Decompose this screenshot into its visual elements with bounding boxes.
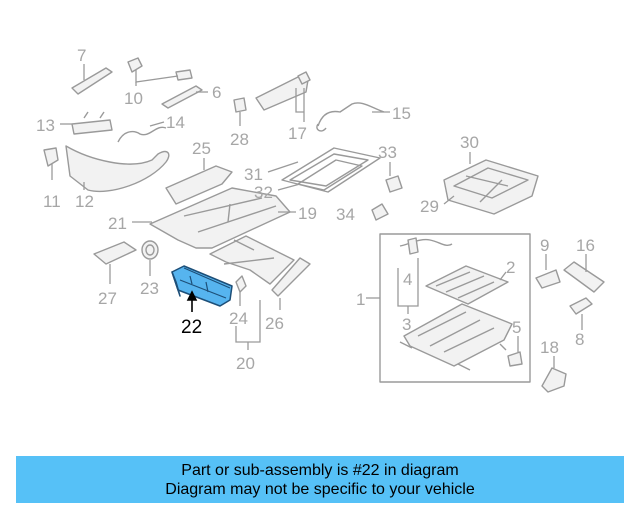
part-11 [43, 147, 59, 180]
part-22-highlighted[interactable] [171, 265, 233, 307]
callout-15: 15 [392, 104, 411, 123]
part-28 [233, 97, 247, 126]
part-23 [141, 240, 159, 276]
callout-16: 16 [576, 236, 595, 255]
callout-24: 24 [229, 309, 248, 328]
callout-23: 23 [140, 279, 159, 298]
part-27 [93, 241, 137, 284]
part-1-assembly-box [366, 233, 531, 383]
callout-20: 20 [236, 354, 255, 373]
callout-11: 11 [43, 192, 61, 211]
part-34 [371, 203, 389, 221]
part-12 [65, 145, 170, 193]
callout-14: 14 [166, 113, 185, 132]
callout-9: 9 [540, 236, 549, 255]
callout-5: 5 [512, 318, 521, 337]
callout-17: 17 [288, 124, 307, 143]
callout-1: 1 [356, 290, 365, 309]
part-33 [385, 162, 403, 193]
part-16 [563, 254, 605, 293]
part-frame-19-21 [132, 187, 296, 249]
part-18 [541, 356, 567, 393]
callout-30: 30 [460, 133, 479, 152]
parts-diagram: 7 10 6 15 17 28 13 14 11 12 25 31 32 33 … [36, 46, 605, 393]
part-17 [255, 71, 311, 122]
part-8 [569, 297, 593, 330]
callout-2: 2 [506, 258, 515, 277]
part-14 [117, 121, 167, 143]
callout-34: 34 [336, 205, 355, 224]
part-7 [71, 64, 113, 95]
callout-29: 29 [420, 197, 439, 216]
part-9 [535, 254, 561, 289]
callout-22-highlighted: 22 [181, 317, 202, 338]
part-10 [127, 57, 193, 86]
callout-26: 26 [265, 314, 284, 333]
callout-arrow-22 [186, 290, 198, 312]
callout-8: 8 [575, 330, 584, 349]
part-15 [316, 102, 390, 132]
part-6 [161, 85, 208, 109]
callout-6: 6 [212, 83, 221, 102]
callout-13: 13 [36, 116, 55, 135]
callout-3: 3 [402, 315, 411, 334]
callout-10: 10 [124, 89, 143, 108]
part-29-30 [443, 152, 539, 215]
callout-32: 32 [254, 183, 273, 202]
callout-25: 25 [192, 139, 211, 158]
part-13 [60, 111, 113, 135]
callout-28: 28 [230, 130, 249, 149]
footer-line-disclaimer: Diagram may not be specific to your vehi… [165, 480, 475, 498]
callout-31: 31 [244, 165, 263, 184]
callout-12: 12 [75, 192, 94, 211]
footer-line-part-number: Part or sub-assembly is #22 in diagram [181, 461, 459, 479]
callout-27: 27 [98, 289, 117, 308]
callout-21: 21 [108, 214, 127, 233]
callout-18: 18 [540, 338, 559, 357]
info-footer-banner: Part or sub-assembly is #22 in diagram D… [16, 456, 624, 503]
callout-7: 7 [77, 46, 86, 65]
callout-19: 19 [298, 204, 317, 223]
callout-4: 4 [403, 270, 412, 289]
part-31-32 [267, 147, 381, 193]
callout-33: 33 [378, 143, 397, 162]
part-25 [165, 158, 233, 205]
part-20-24-26 [209, 235, 311, 350]
